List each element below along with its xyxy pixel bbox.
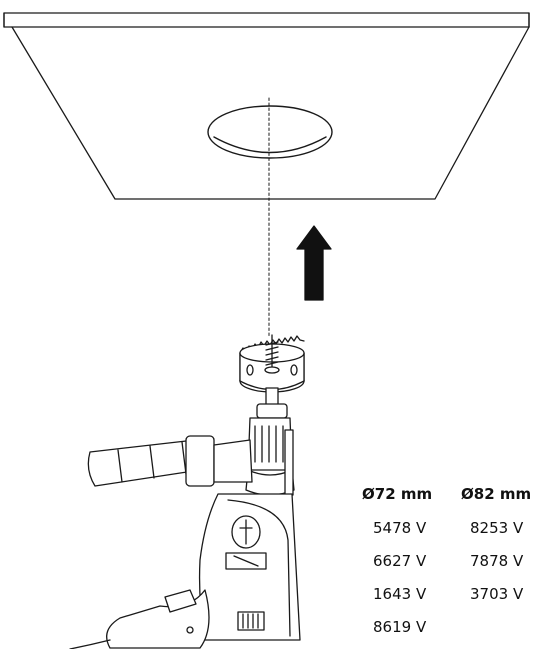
power-drill bbox=[69, 417, 301, 649]
hole-saw-bit bbox=[239, 334, 305, 393]
spec-header-72mm: Ø72 mm bbox=[362, 485, 433, 503]
spec-column-72mm: Ø72 mm 5478 V 6627 V 1643 V 8619 V bbox=[362, 481, 432, 647]
up-arrow-icon bbox=[296, 225, 332, 301]
spec-value: 6627 V bbox=[373, 552, 427, 570]
spec-value: 5478 V bbox=[373, 519, 427, 537]
spec-value: 7878 V bbox=[470, 552, 524, 570]
spec-value: 3703 V bbox=[470, 585, 524, 603]
spec-header-82mm: Ø82 mm bbox=[461, 485, 532, 503]
drill-arbor bbox=[256, 387, 288, 419]
spec-column-82mm: Ø82 mm 8253 V 7878 V 3703 V bbox=[461, 481, 531, 614]
cut-hole bbox=[207, 105, 333, 159]
spec-value: 8253 V bbox=[470, 519, 524, 537]
spec-value: 1643 V bbox=[373, 585, 427, 603]
spec-value: 8619 V bbox=[373, 618, 427, 636]
